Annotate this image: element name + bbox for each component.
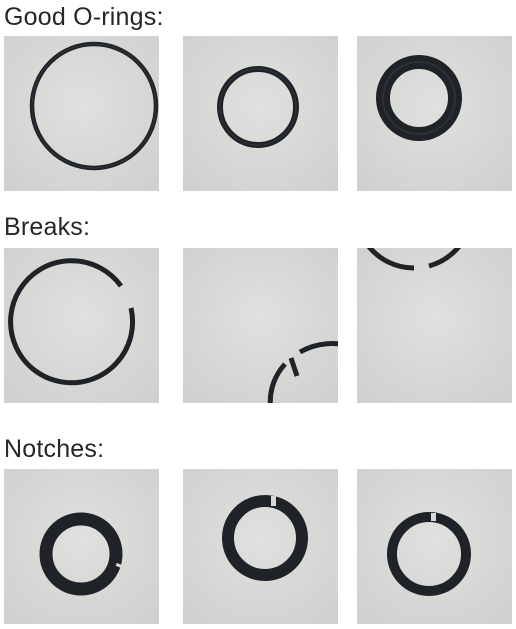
photo-notch-oring-2 [183,469,338,624]
photo-break-oring-2 [183,248,338,403]
photo-break-oring-1 [4,248,159,403]
photo-notch-oring-3 [357,469,512,624]
section-heading-breaks: Breaks: [4,213,91,241]
photo-good-oring-2 [183,36,338,191]
section-heading-good-orings: Good O-rings: [4,3,164,31]
photo-good-oring-1 [4,36,159,191]
photo-notch-oring-1 [4,469,159,624]
section-heading-notches: Notches: [4,435,105,463]
photo-break-oring-3 [357,248,512,403]
photo-good-oring-3 [357,36,512,191]
